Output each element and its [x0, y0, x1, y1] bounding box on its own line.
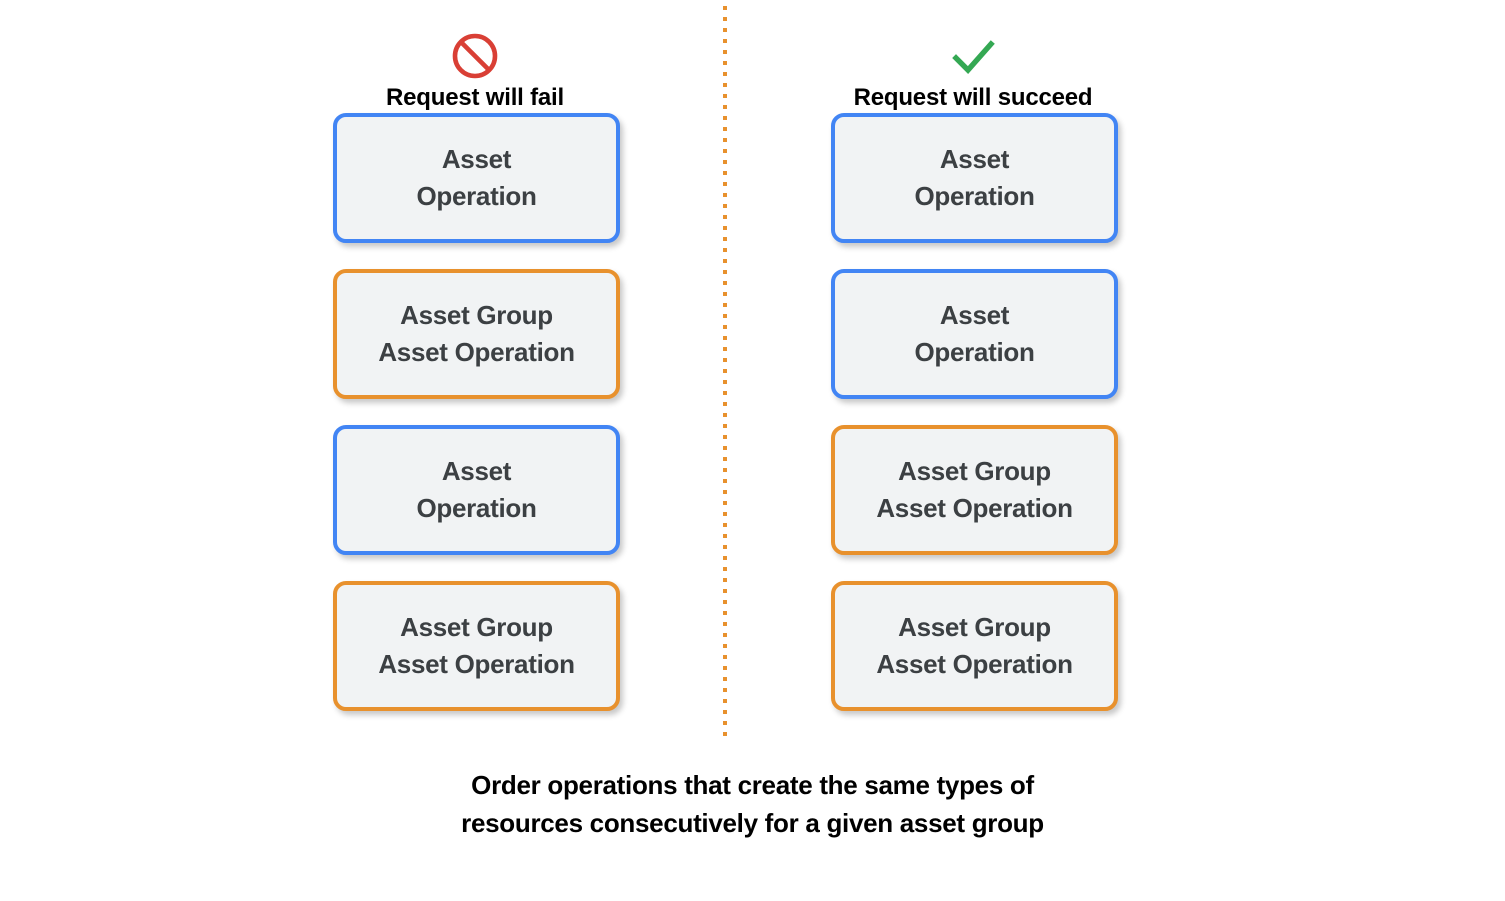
column-request-will-fail: Request will fail Asset Operation Asset … [325, 0, 625, 737]
check-icon [952, 40, 995, 74]
vertical-dotted-divider [723, 6, 727, 740]
operation-box-label: Asset Group Asset Operation [876, 456, 1073, 523]
column-header-fail: Request will fail [325, 0, 625, 113]
operation-box-list-succeed: Asset Operation Asset Operation Asset Gr… [823, 113, 1123, 711]
operation-box-label: Asset Operation [914, 300, 1035, 367]
operation-box-asset-operation[interactable]: Asset Operation [333, 113, 620, 243]
operation-box-label: Asset Group Asset Operation [876, 612, 1073, 679]
operation-box-asset-operation[interactable]: Asset Operation [333, 425, 620, 555]
operation-box-label: Asset Operation [416, 144, 537, 211]
column-request-will-succeed: Request will succeed Asset Operation Ass… [823, 0, 1123, 737]
operation-box-label: Asset Operation [914, 144, 1035, 211]
operation-box-label: Asset Group Asset Operation [378, 612, 575, 679]
operation-box-label: Asset Operation [416, 456, 537, 523]
operation-box-asset-group-asset-operation[interactable]: Asset Group Asset Operation [831, 581, 1118, 711]
operation-box-asset-operation[interactable]: Asset Operation [831, 113, 1118, 243]
operation-box-list-fail: Asset Operation Asset Group Asset Operat… [325, 113, 625, 711]
diagram-caption: Order operations that create the same ty… [461, 770, 1044, 838]
operation-box-asset-group-asset-operation[interactable]: Asset Group Asset Operation [831, 425, 1118, 555]
prohibition-icon [452, 33, 498, 79]
operation-box-label: Asset Group Asset Operation [378, 300, 575, 367]
column-header-succeed: Request will succeed [823, 0, 1123, 113]
operation-box-asset-operation[interactable]: Asset Operation [831, 269, 1118, 399]
operation-box-asset-group-asset-operation[interactable]: Asset Group Asset Operation [333, 581, 620, 711]
column-heading-label: Request will fail [386, 84, 564, 111]
column-heading-label: Request will succeed [853, 84, 1093, 111]
operation-box-asset-group-asset-operation[interactable]: Asset Group Asset Operation [333, 269, 620, 399]
